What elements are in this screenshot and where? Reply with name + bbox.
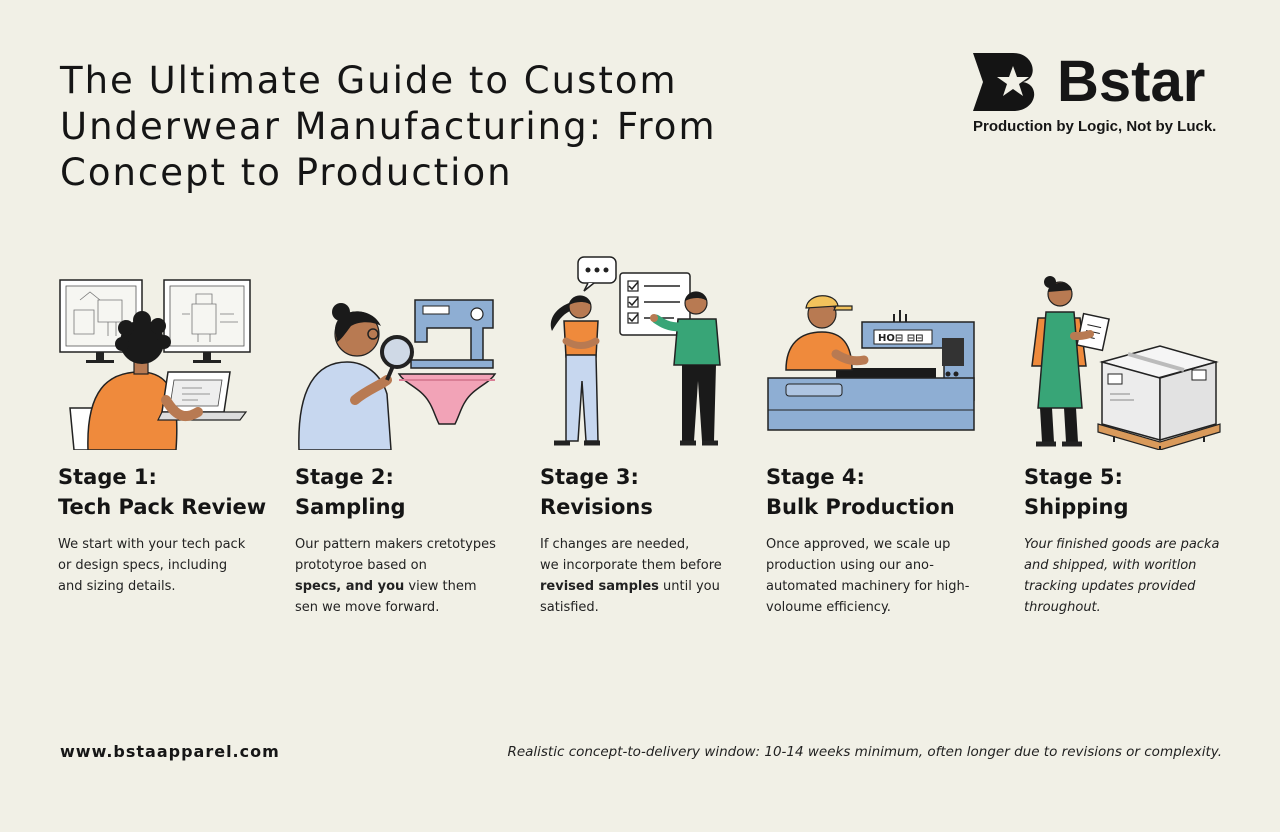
stage-1-number: Stage 1: (58, 465, 157, 489)
stage-5-number: Stage 5: (1024, 465, 1123, 489)
stage-2-desc-line: sen we move forward. (295, 600, 440, 615)
stage-5-card: Stage 5: Shipping Your finished goods ar… (1024, 270, 1239, 618)
designer-at-computer-icon (59, 279, 251, 450)
stage-4-desc-line: production using our ano- (766, 558, 934, 573)
stage-1-name: Tech Pack Review (58, 495, 267, 519)
page-title: The Ultimate Guide to Custom Underwear M… (60, 58, 760, 196)
stage-1-desc-line: We start with your tech pack (58, 537, 246, 552)
stage-1-desc-line: or design specs, including (58, 558, 228, 573)
stage-2-desc-bold: specs, and you (295, 579, 405, 594)
stage-5-name: Shipping (1024, 495, 1129, 519)
stage-3-description: If changes are needed, we incorporate th… (540, 534, 755, 618)
stage-2-desc-line: prototyroe based on (295, 558, 427, 573)
worker-with-pallet-icon (1031, 276, 1221, 450)
title-line-2: Underwear Manufacturing: From (60, 105, 717, 148)
brand-tagline: Production by Logic, Not by Luck. (973, 118, 1217, 135)
stage-2-desc-after-bold: view them (404, 579, 477, 594)
stage-5-desc-line: Your finished goods are packa (1024, 537, 1220, 552)
brand-block: Bstar Production by Logic, Not by Luck. (973, 52, 1243, 135)
stage-2-description: Our pattern makers cretotypes prototyroe… (295, 534, 510, 618)
stage-2-desc-line: Our pattern makers cretotypes (295, 537, 496, 552)
stage-3-card: Stage 3: Revisions If changes are needed… (540, 255, 755, 618)
website-link[interactable]: www.bstaapparel.com (60, 742, 280, 761)
stage-2-name: Sampling (295, 495, 406, 519)
stage-3-desc-after-bold: until you (658, 579, 720, 594)
stage-4-desc-line: automated machinery for high- (766, 579, 970, 594)
stage-3-desc-bold: revised samples (540, 579, 659, 594)
stage-4-number: Stage 4: (766, 465, 865, 489)
stage-4-card: HO⊟ ⊟⊟ Stage 4: Bulk Production Once app… (766, 270, 981, 618)
title-line-3: Concept to Production (60, 151, 513, 194)
inspector-with-magnifier-icon (298, 299, 497, 450)
stage-2-number: Stage 2: (295, 465, 394, 489)
stage-3-desc-line: satisfied. (540, 600, 599, 615)
worker-at-machine-icon: HO⊟ ⊟⊟ (767, 295, 975, 431)
brand-name: Bstar (1057, 49, 1206, 114)
stage-5-desc-line: tracking updates provided (1024, 579, 1196, 594)
stage-4-desc-line: Once approved, we scale up (766, 537, 951, 552)
title-line-1: The Ultimate Guide to Custom (60, 59, 678, 102)
team-reviewing-checklist-icon (550, 256, 721, 446)
stage-1-description: We start with your tech pack or design s… (58, 534, 273, 597)
stage-5-desc-line: and shipped, with woritlon (1024, 558, 1197, 573)
stage-4-description: Once approved, we scale up production us… (766, 534, 981, 618)
stage-2-card: Stage 2: Sampling Our pattern makers cre… (295, 270, 510, 618)
stage-3-name: Revisions (540, 495, 653, 519)
machine-label: HO⊟ ⊟⊟ (878, 333, 924, 344)
stage-3-desc-line: If changes are needed, (540, 537, 690, 552)
delivery-window-note: Realistic concept-to-delivery window: 10… (507, 744, 1222, 760)
stage-5-description: Your finished goods are packa and shippe… (1024, 534, 1239, 618)
stage-1-card: Stage 1: Tech Pack Review We start with … (58, 270, 273, 597)
stage-4-name: Bulk Production (766, 495, 955, 519)
b-star-logo-icon (973, 53, 1035, 111)
stage-5-desc-line: throughout. (1024, 600, 1101, 615)
stage-1-desc-line: and sizing details. (58, 579, 176, 594)
stage-3-desc-line: we incorporate them before (540, 558, 722, 573)
stage-4-desc-line: voloume efficiency. (766, 600, 891, 615)
stage-3-number: Stage 3: (540, 465, 639, 489)
